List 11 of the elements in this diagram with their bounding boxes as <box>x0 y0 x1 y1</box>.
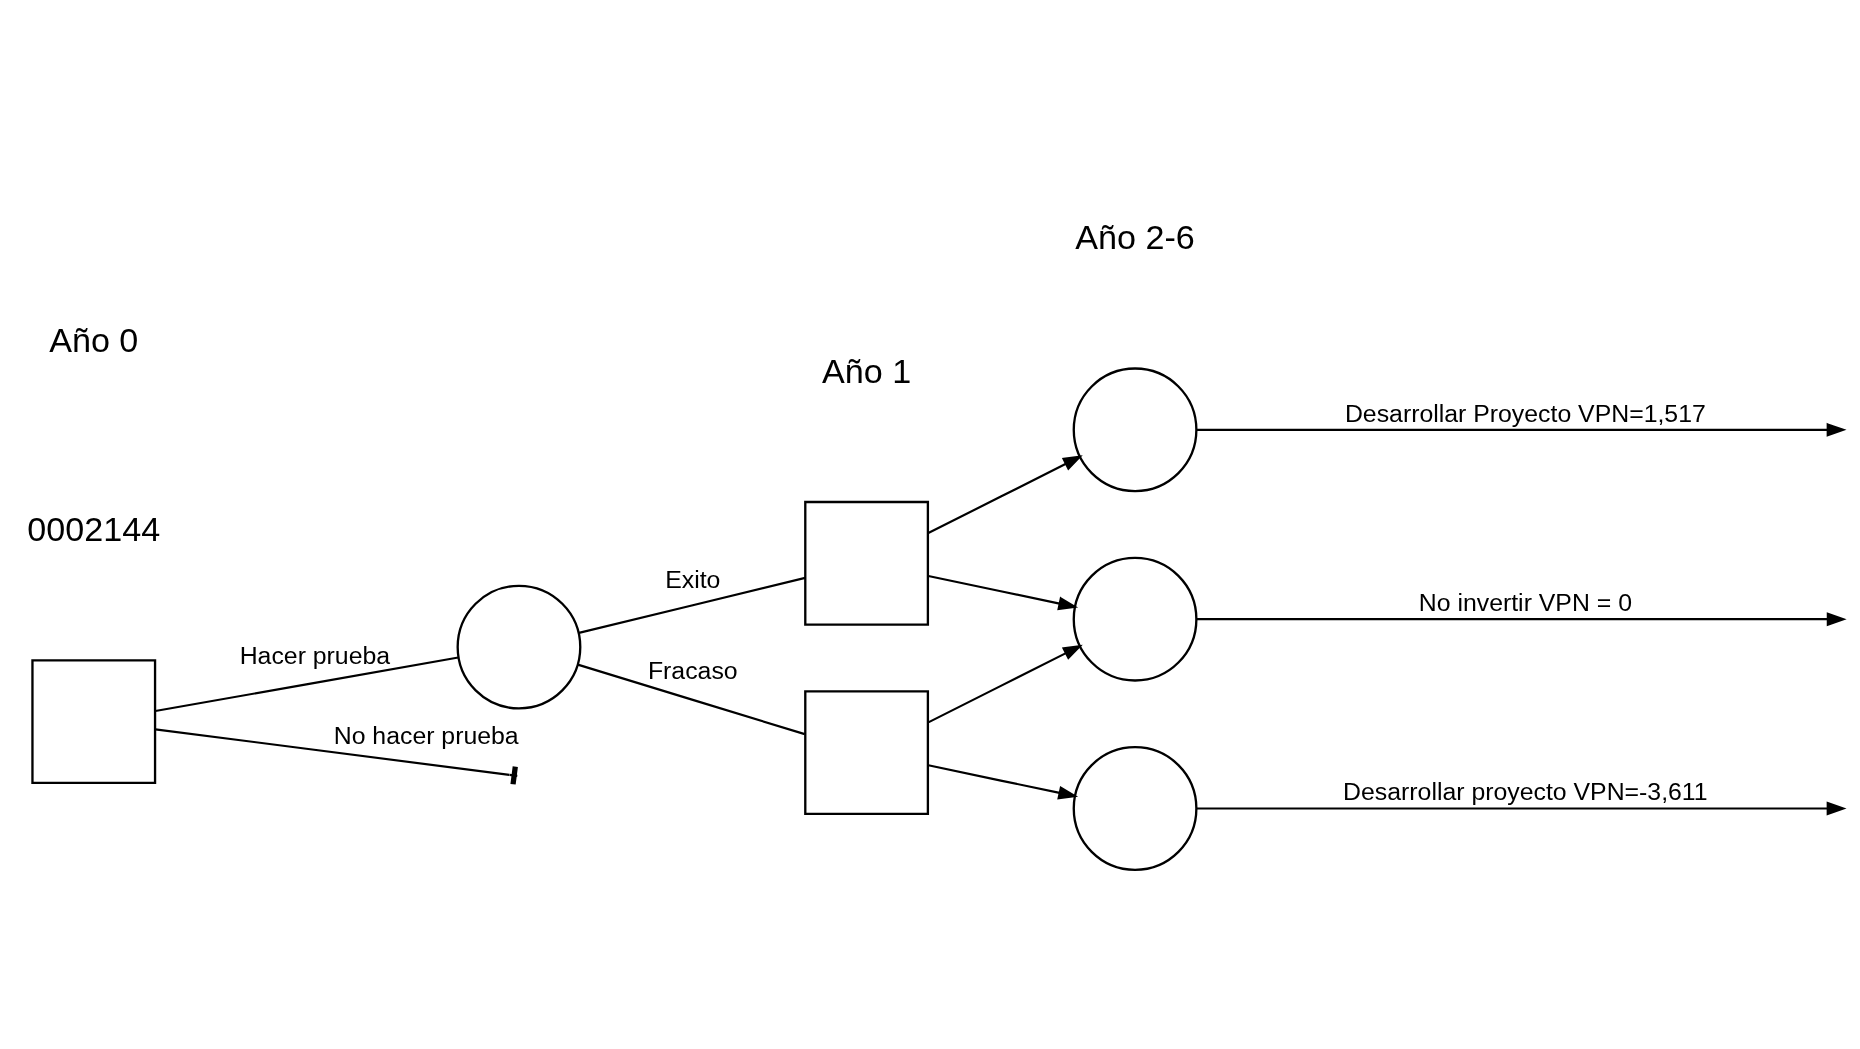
edge-label: Hacer prueba <box>239 641 391 669</box>
edge-label: Desarrollar Proyecto VPN=1,517 <box>1344 399 1706 427</box>
edge-label: Fracaso <box>647 657 738 685</box>
label: Año 2-6 <box>1075 218 1195 257</box>
edge-label: No invertir VPN = 0 <box>1418 589 1632 617</box>
edge-label: Desarrollar proyecto VPN=-3,611 <box>1343 778 1708 806</box>
edge-label: No hacer prueba <box>333 722 519 750</box>
label: Año 1 <box>822 351 912 390</box>
label: 0002144 <box>27 509 161 548</box>
label: Año 0 <box>49 320 139 359</box>
edge-label: Exito <box>665 565 721 593</box>
